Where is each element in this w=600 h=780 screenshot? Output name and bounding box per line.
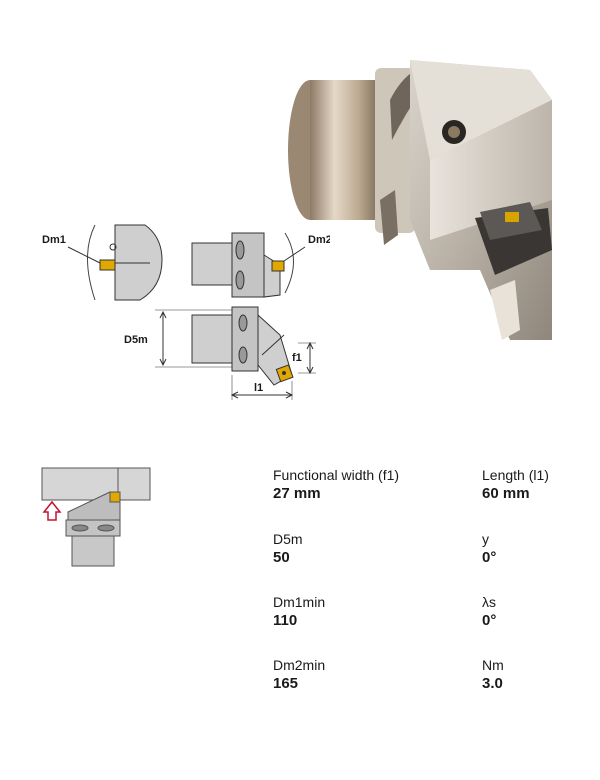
spec-lambda-s: λs 0°	[482, 594, 496, 630]
spec-d5m: D5m 50	[273, 531, 303, 567]
label-dm1: Dm1	[42, 234, 66, 246]
label-d5m: D5m	[124, 334, 148, 346]
front-view-dm1	[87, 224, 163, 301]
spec-label: y	[482, 531, 489, 547]
spec-label: Dm1min	[273, 594, 326, 610]
side-view-dm2	[191, 232, 294, 298]
spec-label: Functional width (f1)	[273, 467, 400, 483]
spec-dm1min: Dm1min 110	[273, 594, 325, 630]
spec-label: λs	[482, 594, 496, 610]
label-f1: f1	[292, 352, 302, 364]
spec-label: Nm	[482, 657, 504, 673]
spec-value: 27 mm	[273, 485, 321, 502]
spec-value: 50	[273, 549, 290, 566]
spec-length: Length (l1) 60 mm	[482, 467, 549, 503]
label-dm2: Dm2	[308, 234, 330, 246]
spec-value: 0°	[482, 549, 497, 566]
spec-label: Length (l1)	[482, 467, 549, 483]
product-photo	[288, 60, 552, 340]
spec-value: 60 mm	[482, 485, 530, 502]
spec-y: y 0°	[482, 531, 496, 567]
machining-diagram	[41, 467, 151, 567]
spec-value: 0°	[482, 612, 497, 629]
plan-view	[155, 306, 294, 386]
label-l1: l1	[254, 382, 263, 394]
spec-label: D5m	[273, 531, 303, 547]
feed-direction-arrow-icon	[42, 500, 62, 521]
spec-nm: Nm 3.0	[482, 657, 504, 693]
dimension-drawing: Dm1 Dm2 D5m f1 l1	[42, 224, 330, 400]
spec-dm2min: Dm2min 165	[273, 657, 325, 693]
spec-value: 165	[273, 675, 299, 692]
spec-value: 3.0	[482, 675, 503, 692]
spec-functional-width: Functional width (f1) 27 mm	[273, 467, 399, 503]
spec-label: Dm2min	[273, 657, 326, 673]
spec-value: 110	[273, 612, 298, 629]
